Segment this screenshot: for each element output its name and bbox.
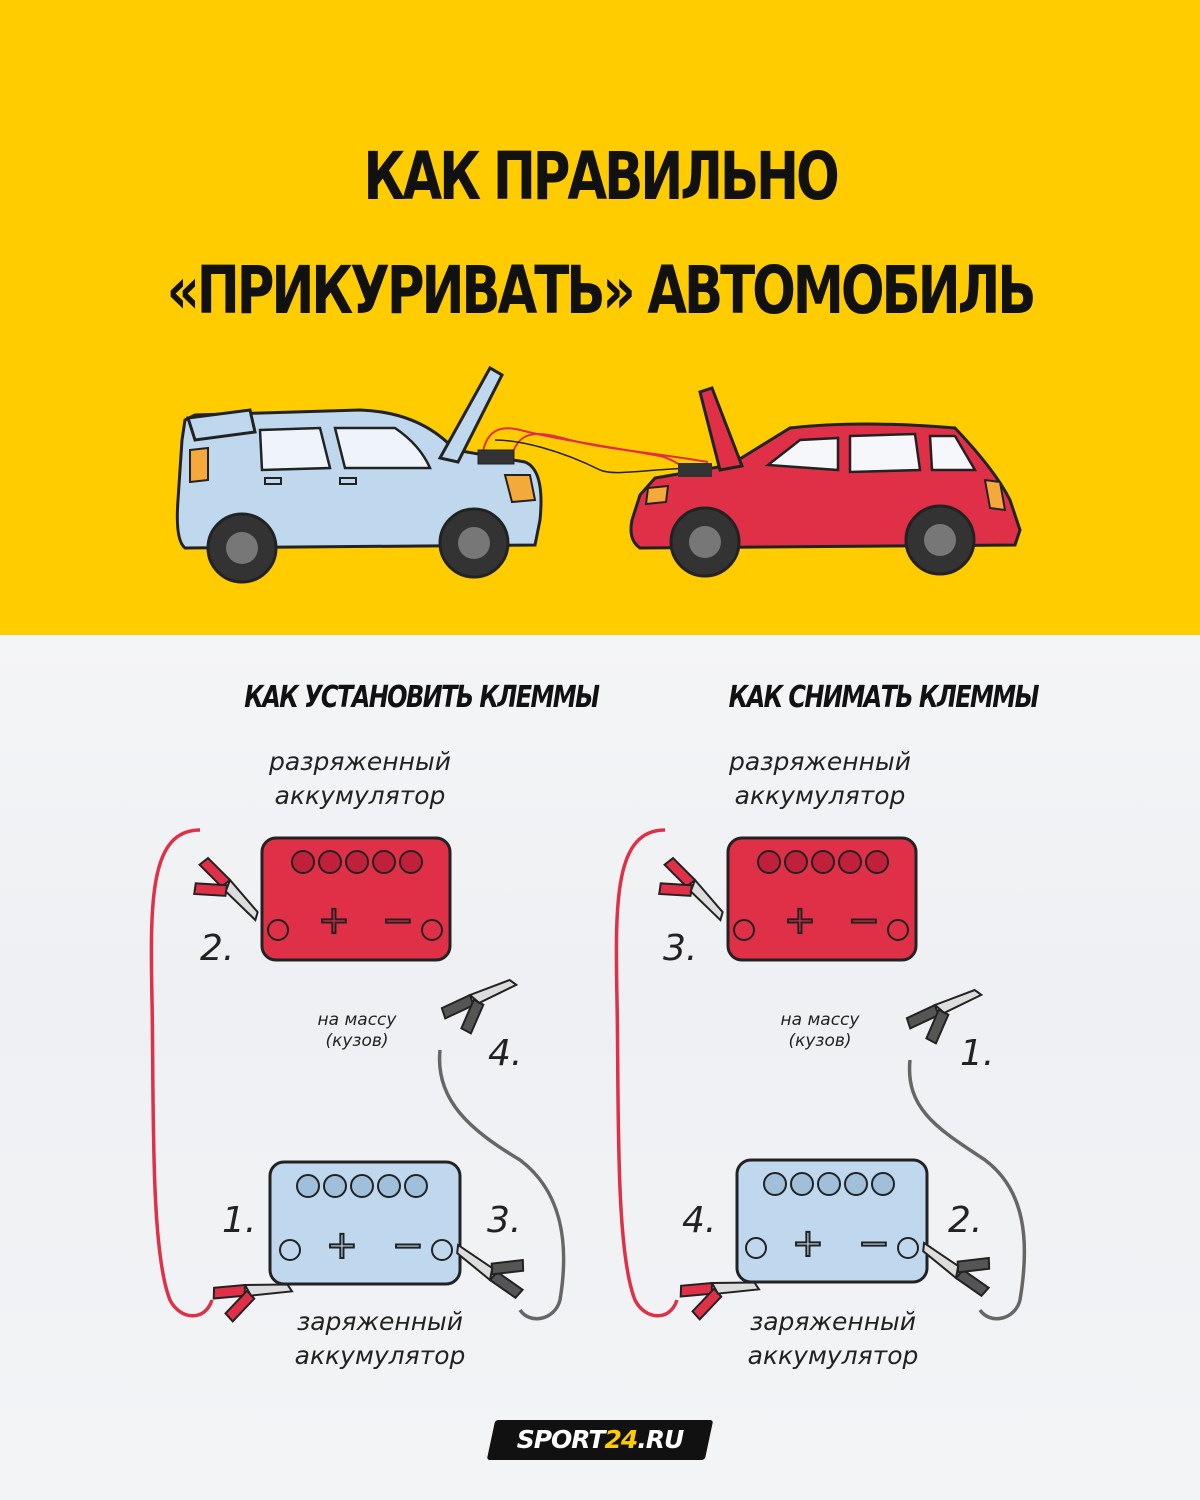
install-step-dead-plus: 2. bbox=[200, 928, 235, 969]
remove-dead-battery-label: разряженный аккумулятор bbox=[729, 747, 911, 810]
install-step-charged-plus: 1. bbox=[222, 1200, 257, 1241]
remove-gray-cable bbox=[907, 1059, 1027, 1321]
install-gray-cable bbox=[437, 1049, 566, 1321]
install-red-cable bbox=[149, 828, 214, 1318]
svg-text:−: − bbox=[382, 898, 414, 942]
title-line-1: КАК ПРАВИЛЬНО bbox=[363, 138, 839, 215]
sport24-logo[interactable]: SPORT24.RU bbox=[516, 1425, 685, 1454]
svg-text:+: + bbox=[792, 1221, 824, 1265]
remove-step-dead-plus: 3. bbox=[663, 928, 698, 969]
install-ground-label: на массу (кузов) bbox=[317, 1010, 397, 1051]
svg-text:−: − bbox=[848, 898, 880, 942]
cars-illustration bbox=[175, 365, 1022, 584]
remove-step-charged-plus: 4. bbox=[682, 1200, 717, 1241]
remove-red-cable bbox=[614, 828, 679, 1318]
car-negative-cable bbox=[494, 439, 691, 474]
svg-text:−: − bbox=[392, 1223, 424, 1267]
car-cable-2 bbox=[511, 433, 709, 463]
install-step-charged-minus: 3. bbox=[487, 1200, 522, 1241]
title-line-2: «ПРИКУРИВАТЬ» АВТОМОБИЛЬ bbox=[166, 252, 1037, 329]
install-charged-battery-label: заряженный аккумулятор bbox=[294, 1307, 466, 1370]
svg-text:−: − bbox=[858, 1221, 890, 1265]
install-dead-battery-label: разряженный аккумулятор bbox=[269, 747, 451, 810]
remove-diagram: + − + − bbox=[614, 828, 1027, 1324]
svg-text:+: + bbox=[326, 1223, 358, 1267]
remove-charged-battery-label: заряженный аккумулятор bbox=[747, 1307, 919, 1370]
donor-car bbox=[175, 365, 543, 584]
remove-step-charged-minus: 2. bbox=[948, 1200, 983, 1241]
svg-text:+: + bbox=[318, 898, 350, 942]
install-heading: КАК УСТАНОВИТЬ КЛЕММЫ bbox=[244, 680, 600, 715]
dead-car bbox=[629, 386, 1022, 578]
svg-text:+: + bbox=[784, 898, 816, 942]
remove-ground-label: на массу (кузов) bbox=[780, 1010, 860, 1051]
install-step-ground: 4. bbox=[488, 1033, 523, 1074]
remove-heading: КАК СНИМАТЬ КЛЕММЫ bbox=[728, 680, 1040, 715]
remove-step-ground: 1. bbox=[960, 1033, 995, 1074]
install-diagram: + − + − bbox=[149, 828, 566, 1326]
snowy-background bbox=[0, 635, 1200, 1500]
